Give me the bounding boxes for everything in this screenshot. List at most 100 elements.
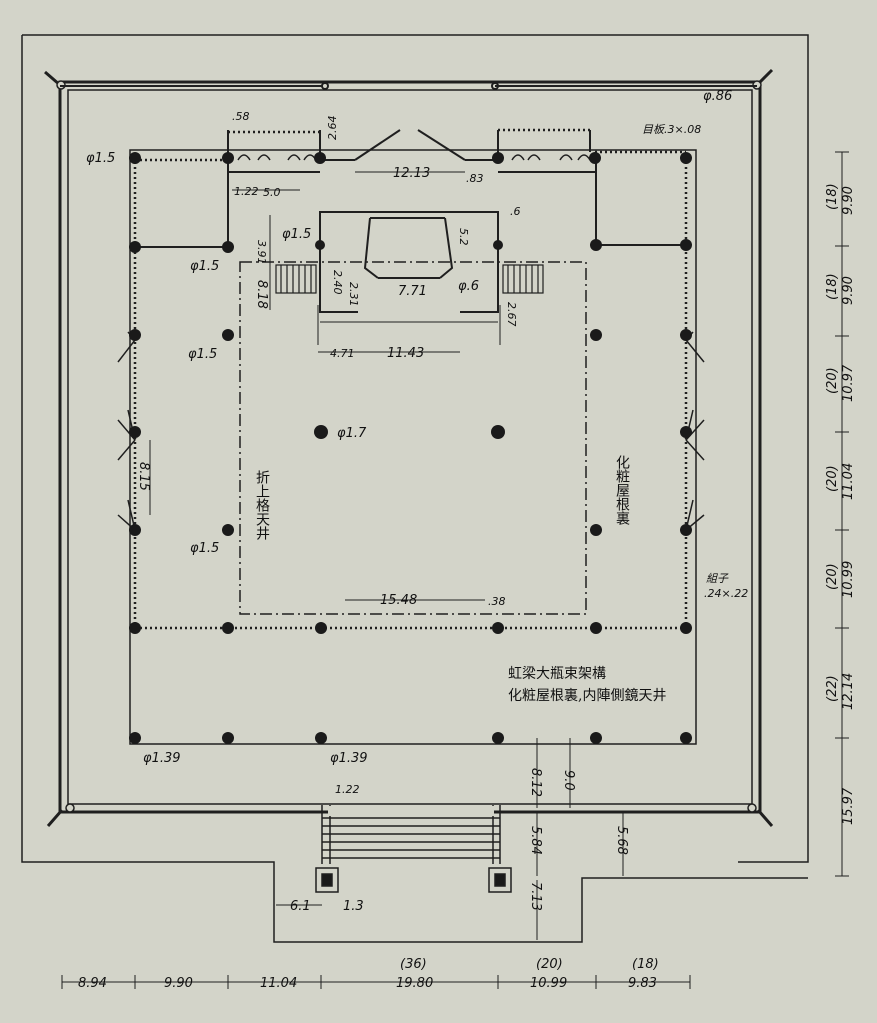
dim-label: 9.0 (561, 770, 576, 791)
right-dim-value: 10.99 (841, 561, 856, 598)
bottom-dim-value: 8.94 (78, 976, 107, 991)
dim-label: 5.2 (457, 228, 470, 246)
dim-label: 7.13 (528, 882, 543, 911)
diameter-label: φ.6 (458, 279, 479, 294)
corner-rafters (44, 68, 774, 827)
column (590, 622, 602, 634)
diameter-label: φ.86 (703, 89, 732, 104)
column (129, 329, 141, 341)
bottom-dim-value: 9.90 (164, 976, 193, 991)
right-dim-axis (835, 151, 849, 877)
column (492, 732, 504, 744)
dim-label: 2.67 (505, 302, 518, 327)
bottom-dim-value: 19.80 (396, 976, 433, 991)
diameter-label: φ1.39 (143, 751, 181, 766)
bottom-dim-value: 11.04 (260, 976, 297, 991)
front-steps (315, 805, 512, 893)
dim-label: .58 (232, 110, 250, 123)
bottom-dim-paren: (20) (536, 957, 563, 972)
column (491, 425, 505, 439)
dim-label: 2.31 (347, 282, 360, 307)
diameter-label: φ1.5 (86, 151, 115, 166)
column (590, 524, 602, 536)
right-dim-paren: (20) (825, 465, 840, 492)
dim-label: 8.15 (136, 462, 151, 491)
bottom-dim-axis (61, 975, 691, 989)
dim-label: .83 (466, 172, 484, 185)
column (129, 152, 141, 164)
column (222, 524, 234, 536)
column (590, 239, 602, 251)
right-dim-value: 9.90 (841, 186, 856, 215)
column (129, 241, 141, 253)
column (129, 622, 141, 634)
column (222, 152, 234, 164)
column (315, 732, 327, 744)
diameter-label: φ1.39 (330, 751, 368, 766)
column (680, 426, 692, 438)
dim-label: 7.71 (398, 284, 427, 299)
dim-label: 4.71 (330, 347, 355, 360)
right-dim-value: 12.14 (841, 673, 856, 710)
dim-label: 12.13 (393, 166, 430, 181)
dim-label: 5.84 (528, 826, 543, 855)
right-dim-value: 11.04 (841, 463, 856, 500)
eave-outline-inner (67, 89, 753, 805)
outer-platform-outline (21, 34, 809, 943)
dim-label: 8.12 (528, 768, 543, 797)
column (590, 732, 602, 744)
kumiko-label: 組子 (706, 572, 729, 585)
dim-label: 2.40 (331, 270, 344, 295)
ceiling-label-right: 化粧屋根裏 (614, 455, 630, 526)
column (680, 732, 692, 744)
dim-label: 1.22 (234, 185, 259, 198)
column (222, 329, 234, 341)
column (590, 329, 602, 341)
column (680, 239, 692, 251)
dim-label: .38 (488, 595, 506, 608)
column (129, 524, 141, 536)
ceiling-label-left: 折上格天井 (254, 470, 270, 541)
right-dim-value: 9.90 (841, 276, 856, 305)
column (314, 425, 328, 439)
column (492, 152, 504, 164)
columns (129, 152, 692, 744)
column (222, 732, 234, 744)
right-dim-paren: (22) (825, 675, 840, 702)
column (493, 240, 503, 250)
dim-label: 1.22 (335, 783, 360, 796)
diameter-label: φ1.5 (282, 227, 311, 242)
dim-label: 5.68 (614, 826, 629, 855)
column (222, 622, 234, 634)
dim-label: 1.3 (343, 899, 364, 914)
main-hall-outline (129, 149, 697, 745)
diameter-label: φ1.5 (188, 347, 217, 362)
dim-label: .6 (510, 205, 521, 218)
column (680, 622, 692, 634)
column (314, 152, 326, 164)
dimension-lines (149, 171, 624, 940)
column (680, 524, 692, 536)
column (680, 152, 692, 164)
dim-label: 8.18 (254, 280, 269, 309)
right-dim-paren: (20) (825, 563, 840, 590)
bottom-dim-paren: (18) (632, 957, 659, 972)
dim-label: 6.1 (290, 899, 311, 914)
top-openings (60, 82, 757, 90)
board-note: 目板.3×.08 (642, 123, 701, 136)
column (129, 426, 141, 438)
column (315, 622, 327, 634)
right-dim-value: 15.97 (841, 787, 856, 825)
column (492, 622, 504, 634)
column (129, 732, 141, 744)
coffered-ceiling-outline (239, 261, 587, 615)
bottom-dim-paren: (36) (400, 957, 427, 972)
dim-label: 2.64 (326, 116, 339, 141)
dim-label: 3.91 (255, 240, 268, 265)
inner-sanctuary (317, 211, 501, 345)
structure-note-1: 虹梁大瓶束架構 (508, 666, 606, 682)
dim-label: 5.0 (263, 186, 281, 199)
dim-label: 15.48 (380, 593, 417, 608)
column (222, 241, 234, 253)
